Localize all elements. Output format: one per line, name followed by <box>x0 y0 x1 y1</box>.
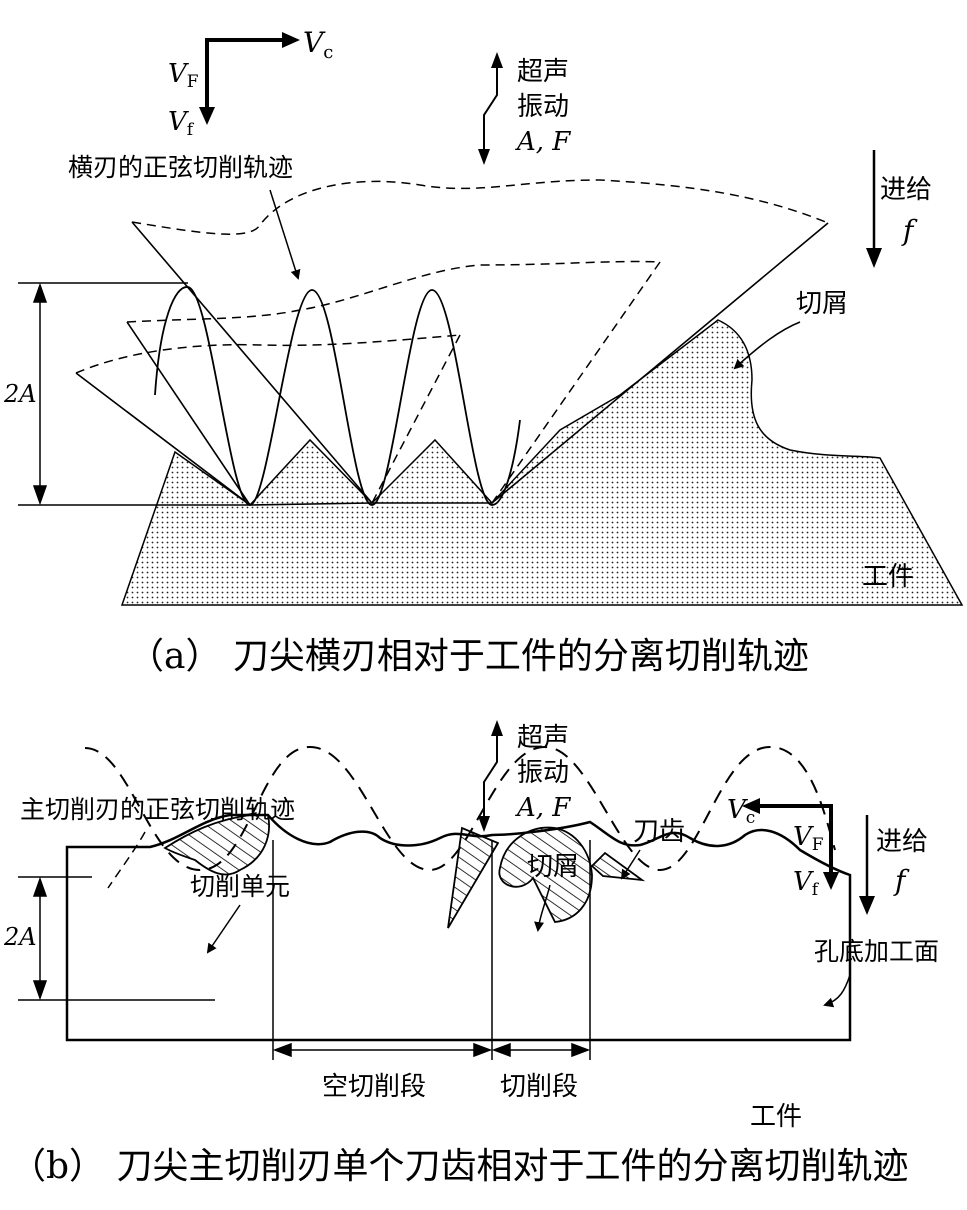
ultrasonic-af-b: A, F <box>515 793 571 823</box>
tooth-upper-b <box>447 826 500 929</box>
chip-hatch-b <box>498 826 593 923</box>
chip-label-a: 切屑 <box>796 289 848 319</box>
feed-label-b: 进给 <box>876 827 928 857</box>
vc-sub-a: c <box>323 42 333 63</box>
ultrasonic-line1-b: 超声 <box>517 723 569 753</box>
vf-sub-b: f <box>812 880 820 900</box>
tooth-label-b: 刀齿 <box>633 817 685 847</box>
velocity-arrows-a <box>205 38 285 120</box>
sine-path-label-b: 主切削刃的正弦切削轨迹 <box>20 795 295 824</box>
vc-label-a: V <box>303 26 326 59</box>
ultrasonic-line1-a: 超声 <box>517 57 569 87</box>
vf-label-a: V <box>168 107 189 137</box>
feed-f-a: f <box>901 214 918 247</box>
idle-segment-label: 空切削段 <box>322 1072 426 1102</box>
velocity-arrows-b <box>760 804 833 875</box>
caption-a: （a） 刀尖横刃相对于工件的分离切削轨迹 <box>128 636 809 677</box>
ultrasonic-symbol-a <box>483 65 498 155</box>
hole-bottom-label: 孔底加工面 <box>814 937 939 966</box>
tool-edges-a <box>75 221 829 506</box>
workpiece-label-a: 工件 <box>862 562 914 592</box>
diagram-a: 2A Vc VF Vf 超声 振动 A, F 进给 f 横刃的正弦切削轨迹 <box>3 26 964 677</box>
vc-arrowhead-a <box>282 32 300 48</box>
sine-path-label-a: 横刃的正弦切削轨迹 <box>68 153 293 182</box>
amplitude-dimension-a <box>18 282 250 506</box>
ultrasonic-af-a: A, F <box>515 127 571 157</box>
svg-text:Vc: Vc <box>303 26 333 63</box>
vc-sub-b: c <box>746 808 756 828</box>
ultrasonic-line2-a: 振动 <box>517 92 569 122</box>
svg-text:Vf: Vf <box>793 867 820 900</box>
vF-sub-a: F <box>187 72 199 92</box>
vf-arrowhead-a <box>199 107 215 125</box>
amplitude-label-b: 2A <box>3 923 37 951</box>
vc-label-b: V <box>727 795 748 825</box>
caption-b: （b） 刀尖主切削刃单个刀齿相对于工件的分离切削轨迹 <box>10 1146 909 1187</box>
workpiece-a <box>120 319 964 606</box>
segment-dimensions-b <box>272 840 591 1060</box>
svg-text:Vf: Vf <box>168 107 195 140</box>
svg-text:Vc: Vc <box>727 795 755 828</box>
tooth-wedge-b <box>590 851 646 882</box>
feed-f-b: f <box>893 864 910 897</box>
amplitude-dimension-b <box>18 876 215 1001</box>
vF-label-b: V <box>793 822 814 852</box>
chip-label-b: 切屑 <box>527 852 579 882</box>
vF-label-a: V <box>168 59 189 89</box>
cutting-unit-hatch <box>163 814 270 876</box>
cut-segment-label: 切削段 <box>500 1072 578 1102</box>
diagram-b: 2A 空切削段 切削段 超声 振动 A, F V <box>3 720 939 1187</box>
svg-text:VF: VF <box>793 822 824 855</box>
sine-trajectory-b <box>84 745 836 872</box>
cutting-unit-label: 切削单元 <box>190 872 290 901</box>
feed-label-a: 进给 <box>880 175 932 205</box>
vf-sub-a: f <box>187 120 195 140</box>
workpiece-label-b: 工件 <box>750 1102 802 1132</box>
ultrasonic-line2-b: 振动 <box>517 758 569 788</box>
svg-text:VF: VF <box>168 59 199 92</box>
amplitude-label-a: 2A <box>3 380 37 408</box>
ultrasonic-symbol-b <box>483 733 498 822</box>
vf-label-b: V <box>793 867 814 897</box>
vF-sub-b: F <box>812 835 824 855</box>
sine-trajectory-a <box>154 286 521 506</box>
